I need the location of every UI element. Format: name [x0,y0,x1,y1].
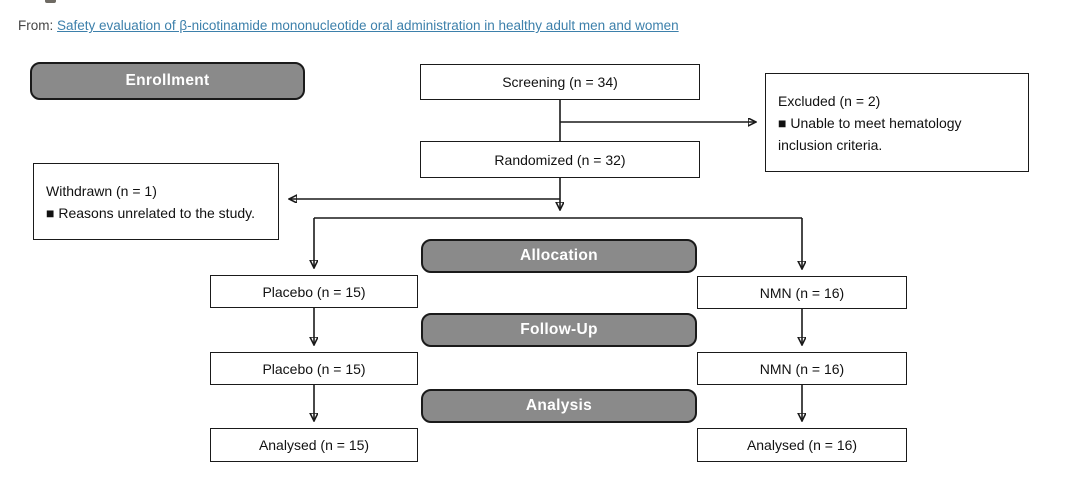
box-withdrawn: Withdrawn (n = 1) ■ Reasons unrelated to… [33,163,279,240]
box-analysed-right: Analysed (n = 16) [697,428,907,462]
excluded-title: Excluded (n = 2) [778,92,881,109]
box-excluded: Excluded (n = 2) ■ Unable to meet hemato… [765,73,1029,172]
box-nmn-followup: NMN (n = 16) [697,352,907,385]
box-placebo-allocation: Placebo (n = 15) [210,275,418,308]
box-analysed-left: Analysed (n = 15) [210,428,418,462]
withdrawn-title: Withdrawn (n = 1) [46,182,157,199]
box-screening: Screening (n = 34) [420,64,700,100]
excluded-reason-cont: inclusion criteria. [778,136,883,153]
withdrawn-reason: ■ Reasons unrelated to the study. [46,204,255,221]
cropped-heading-fragment [45,0,56,3]
source-attribution: From: Safety evaluation of β-nicotinamid… [18,18,679,33]
excluded-reason: ■ Unable to meet hematology [778,114,962,131]
stage-bar-allocation: Allocation [421,239,697,273]
source-prefix: From: [18,18,54,33]
stage-bar-analysis: Analysis [421,389,697,423]
stage-bar-followup: Follow-Up [421,313,697,347]
article-title-link[interactable]: Safety evaluation of β-nicotinamide mono… [57,18,679,33]
box-nmn-allocation: NMN (n = 16) [697,276,907,309]
stage-bar-enrollment: Enrollment [30,62,305,100]
box-placebo-followup: Placebo (n = 15) [210,352,418,385]
box-randomized: Randomized (n = 32) [420,141,700,178]
